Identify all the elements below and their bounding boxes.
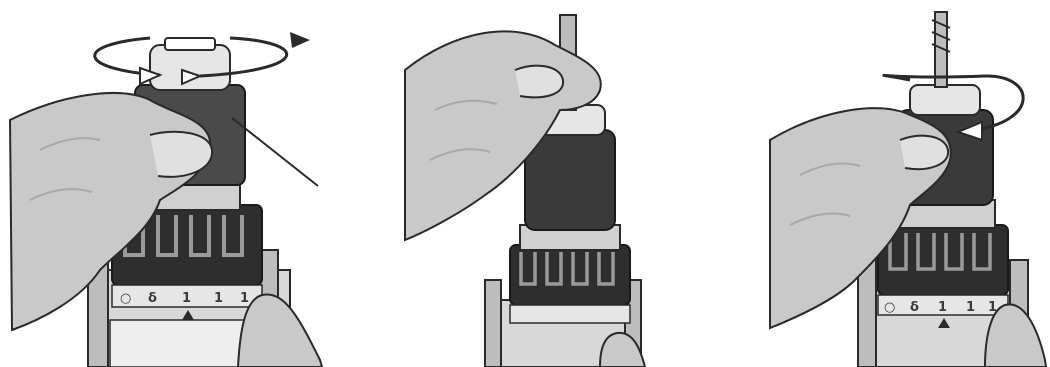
right-thumb (985, 304, 1046, 367)
step-3-panel: ○ δ 1 1 1 (760, 0, 1050, 367)
svg-text:δ: δ (148, 291, 157, 306)
step-1-panel: ○ δ 1 1 1 (0, 0, 330, 367)
right-thumb (238, 294, 322, 367)
svg-text:δ: δ (910, 300, 919, 315)
svg-text:○: ○ (884, 300, 895, 315)
scale-mark: 1 (966, 300, 975, 315)
scale-mark: 1 (214, 291, 223, 306)
scale-mark: 1 (182, 291, 191, 306)
scale-mark: 1 (240, 291, 249, 306)
torque-ring (510, 245, 630, 323)
step-2-panel (395, 0, 655, 367)
svg-text:○: ○ (120, 291, 131, 306)
scale-mark: 1 (938, 300, 947, 315)
